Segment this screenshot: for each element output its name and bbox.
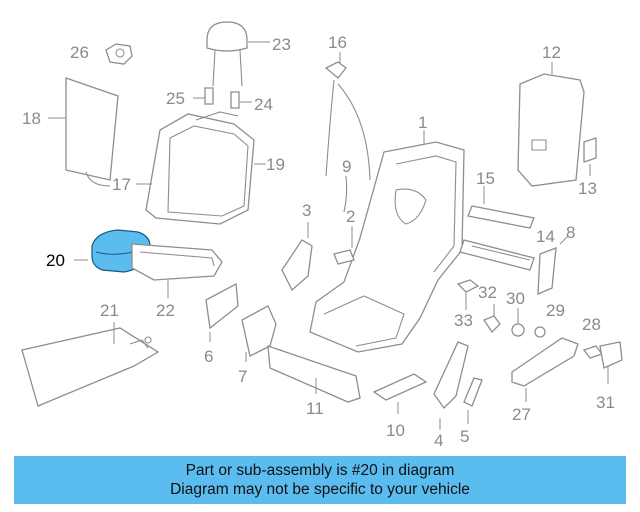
part-9-cable-end xyxy=(343,175,348,213)
callout-30: 30 xyxy=(506,289,525,308)
part-31-cap xyxy=(599,341,623,384)
part-30-knob xyxy=(511,308,525,337)
callout-6: 6 xyxy=(204,347,213,366)
part-11-trim xyxy=(267,345,361,403)
callout-25: 25 xyxy=(166,89,185,108)
callout-12: 12 xyxy=(542,43,561,62)
part-15-bar xyxy=(467,186,535,229)
part-2-lever xyxy=(333,226,355,265)
banner-line-1: Part or sub-assembly is #20 in diagram xyxy=(185,462,455,479)
callout-7: 7 xyxy=(238,367,247,386)
callout-1: 1 xyxy=(418,113,427,132)
callout-20-highlighted: 20 xyxy=(46,251,65,270)
part-10-cover xyxy=(372,373,428,414)
callout-13: 13 xyxy=(578,179,597,198)
callout-21: 21 xyxy=(100,301,119,320)
part-5-cover xyxy=(463,377,483,424)
part-22-seat-cushion xyxy=(131,243,223,298)
part-14-rail xyxy=(459,239,535,271)
part-21-floor-mat xyxy=(21,322,160,407)
part-8-bracket xyxy=(537,235,569,296)
callout-4: 4 xyxy=(434,431,443,450)
callout-3: 3 xyxy=(302,201,311,220)
callout-18: 18 xyxy=(22,109,41,128)
callout-10: 10 xyxy=(386,421,405,440)
callout-9: 9 xyxy=(342,157,351,176)
callout-22: 22 xyxy=(156,301,175,320)
callout-32: 32 xyxy=(478,283,497,302)
part-23-headrest xyxy=(206,21,270,87)
part-32-knob xyxy=(483,304,501,334)
parts-diagram: 26 23 16 12 25 24 18 1 19 9 17 15 13 3 2… xyxy=(21,21,623,450)
part-6-panel xyxy=(205,282,239,342)
callout-2: 2 xyxy=(346,207,355,226)
part-29-knob xyxy=(534,326,546,338)
callout-24: 24 xyxy=(254,95,273,114)
callout-31: 31 xyxy=(596,393,615,412)
callout-16: 16 xyxy=(328,33,347,52)
part-28-bushing xyxy=(582,345,604,359)
callout-5: 5 xyxy=(460,427,469,446)
part-12-back-panel xyxy=(517,62,585,187)
callout-29: 29 xyxy=(546,301,565,320)
part-33-bolt xyxy=(456,279,480,310)
callout-33: 33 xyxy=(454,311,473,330)
part-1-seat-frame xyxy=(309,130,465,353)
part-3-bracket xyxy=(281,222,313,292)
callout-19: 19 xyxy=(266,155,285,174)
callout-26: 26 xyxy=(70,43,89,62)
part-24-guide xyxy=(230,91,252,109)
banner-line-2: Diagram may not be specific to your vehi… xyxy=(170,481,470,498)
callout-28: 28 xyxy=(582,315,601,334)
part-19-seatback xyxy=(136,111,266,225)
part-26-clip xyxy=(105,43,133,65)
part-25-guide xyxy=(193,87,214,105)
callout-23: 23 xyxy=(272,35,291,54)
callout-17: 17 xyxy=(112,175,131,194)
part-13-clip xyxy=(583,137,597,176)
callout-14: 14 xyxy=(536,227,555,246)
part-18-back-panel xyxy=(48,77,119,187)
callout-11: 11 xyxy=(306,399,324,418)
part-4-cover xyxy=(433,341,469,430)
callout-8: 8 xyxy=(566,223,575,242)
callout-27: 27 xyxy=(512,405,531,424)
part-27-armrest xyxy=(511,337,579,402)
part-7-bracket xyxy=(241,305,277,362)
part-16-cable xyxy=(324,52,371,181)
callout-15: 15 xyxy=(476,169,495,188)
info-banner: Part or sub-assembly is #20 in diagram D… xyxy=(14,456,626,504)
